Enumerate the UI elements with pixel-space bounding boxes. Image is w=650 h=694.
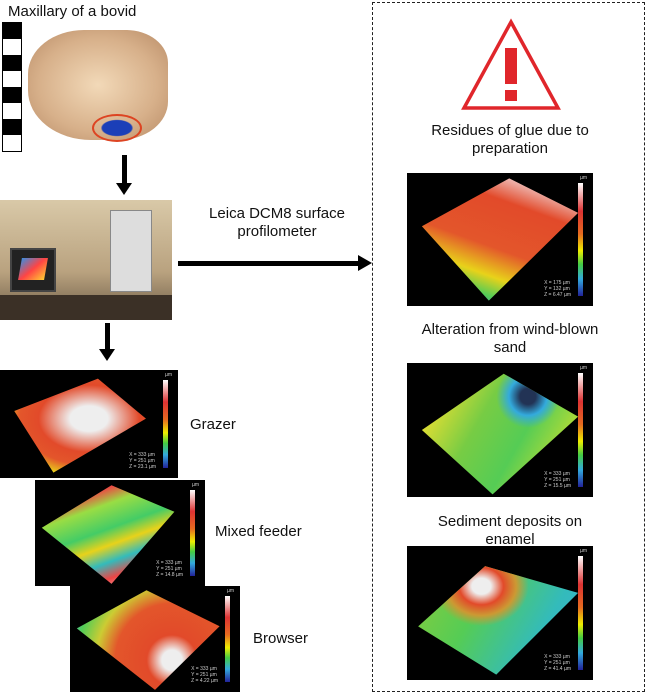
profilometer-device	[110, 210, 152, 292]
readout-line: Z = 15.5 µm	[544, 483, 571, 489]
readout-line: X = 333 µm	[544, 654, 570, 660]
monitor	[10, 248, 56, 292]
arrow-down-1	[116, 155, 132, 195]
color-scale-bar	[578, 373, 583, 487]
desk	[0, 295, 172, 320]
readout-line: Y = 251 µm	[544, 660, 570, 666]
color-scale-bar	[578, 556, 583, 670]
specimen-title: Maxillary of a bovid	[8, 3, 137, 20]
readout-line: X = 333 µm	[544, 471, 570, 477]
grazer-label: Grazer	[190, 416, 236, 433]
lab-photo	[0, 200, 172, 320]
arrow-down-2	[99, 323, 115, 361]
readout-line: X = 175 µm	[544, 280, 570, 286]
readout-line: Y = 251 µm	[129, 458, 155, 464]
readout-line: Y = 251 µm	[156, 566, 182, 572]
sediment-label: Sediment deposits on enamel	[437, 513, 583, 548]
readout-line: Y = 251 µm	[191, 672, 217, 678]
instrument-label: Leica DCM8 surface profilometer	[209, 205, 345, 240]
scale-ruler	[2, 22, 22, 152]
readout-line: X = 333 µm	[191, 666, 217, 672]
scale-unit: µm	[191, 482, 199, 488]
browser-label: Browser	[253, 630, 309, 647]
color-scale-bar	[163, 380, 168, 468]
maxilla-photo	[0, 22, 170, 152]
color-scale-bar	[578, 183, 583, 296]
color-scale-bar	[225, 596, 230, 682]
readout-line: Z = 4.22 µm	[191, 678, 218, 684]
scale-unit: µm	[579, 175, 587, 181]
scale-unit: µm	[164, 372, 172, 378]
readout-line: Y = 251 µm	[544, 477, 570, 483]
readout-line: Y = 132 µm	[544, 286, 570, 292]
color-scale-bar	[190, 490, 195, 576]
readout-line: Z = 23.1 µm	[129, 464, 156, 470]
glue-label: Residues of glue due to preparation	[431, 122, 589, 157]
readout-line: Z = 14.8 µm	[156, 572, 183, 578]
readout-line: Z = 6.47 µm	[544, 292, 571, 298]
warning-triangle-icon	[461, 18, 561, 110]
readout-line: Z = 41.4 µm	[544, 666, 571, 672]
wind-sand-label: Alteration from wind-blown sand	[421, 321, 599, 356]
mixed-feeder-label: Mixed feeder	[215, 523, 302, 540]
scale-unit: µm	[226, 588, 234, 594]
scale-unit: µm	[579, 548, 587, 554]
artifacts-panel	[372, 2, 645, 692]
readout-line: X = 333 µm	[129, 452, 155, 458]
tooth-mold-highlight	[92, 114, 142, 142]
arrow-right	[178, 255, 372, 271]
scale-unit: µm	[579, 365, 587, 371]
readout-line: X = 333 µm	[156, 560, 182, 566]
